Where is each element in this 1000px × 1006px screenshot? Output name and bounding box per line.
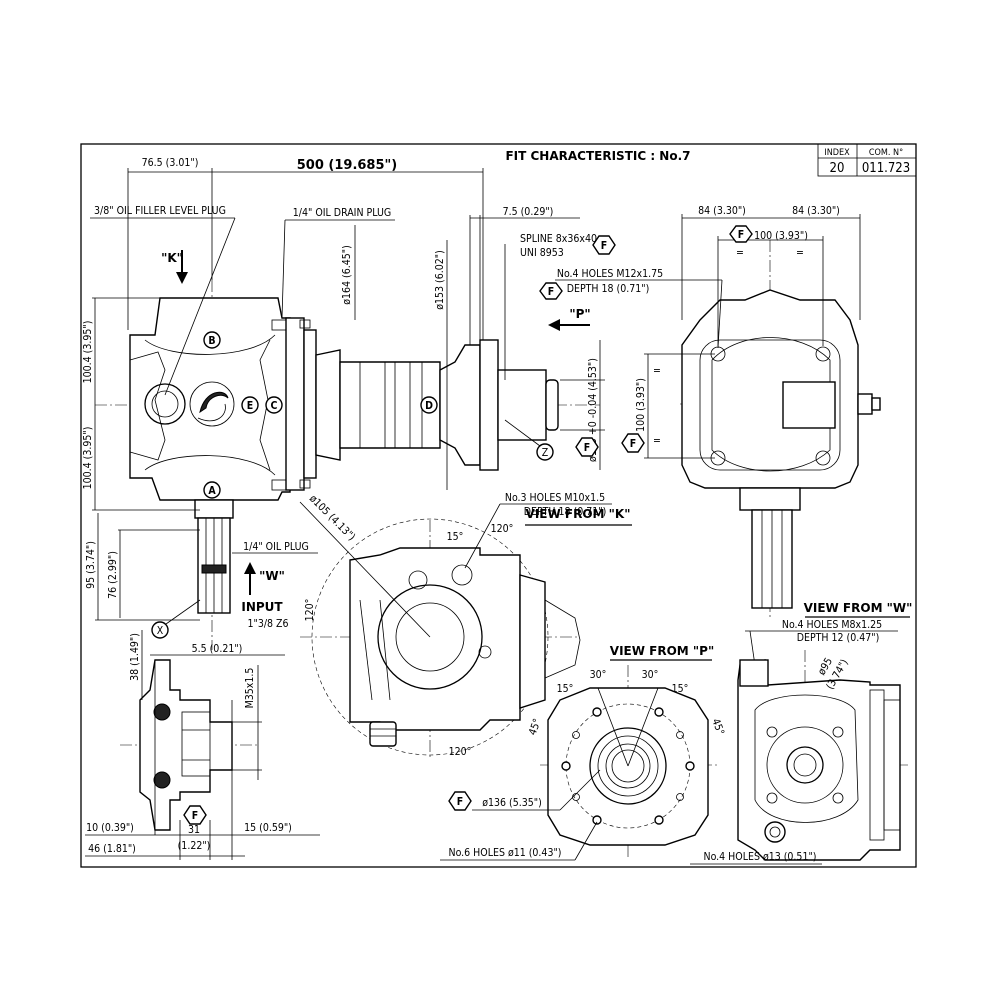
view-from-p: VIEW FROM "P" 30° 30° 15° 15° 45° 45° F … <box>440 644 726 861</box>
dim-76: 76 (2.99") <box>107 551 119 599</box>
input-shaft-spec: 1"3/8 Z6 <box>247 618 288 630</box>
angle-120-left: 120° <box>304 599 316 622</box>
dim-31-inch: (1.22") <box>178 840 211 852</box>
note-spline-2: UNI 8953 <box>520 247 564 259</box>
marker-d: D <box>425 400 433 412</box>
angle-30-left: 30° <box>590 669 607 681</box>
arrow-p-label: "P" <box>569 307 590 321</box>
detail-x-view: 38 (1.49") 5.5 (0.21") M35x1.5 F 10 (0.3… <box>85 630 320 860</box>
marker-x: X <box>157 625 164 637</box>
arrow-k-label: "K" <box>161 251 183 265</box>
dim-10: 10 (0.39") <box>86 822 134 834</box>
f-symbol-115: F <box>584 442 590 454</box>
view-from-k: VIEW FROM "K" No.3 HOLES M10x1.5 DEPTH 1… <box>299 492 632 760</box>
dim-84-right: 84 (3.30") <box>792 205 840 217</box>
angle-30-right: 30° <box>642 669 659 681</box>
dim-38: 38 (1.49") <box>129 633 141 681</box>
eq-side-top: = <box>653 365 661 377</box>
marker-c: C <box>271 400 278 412</box>
angle-120-top: 120° <box>491 523 514 535</box>
note-oil-plug: 1/4" OIL PLUG <box>243 541 309 553</box>
angle-45-right: 45° <box>709 717 726 737</box>
com-label: COM. N° <box>869 148 903 158</box>
eq-top-right: = <box>796 247 804 259</box>
com-value: 011.723 <box>862 161 910 176</box>
note-spline-1: SPLINE 8x36x40 <box>520 233 597 245</box>
note-depth-18a: DEPTH 18 (0.71") <box>567 283 650 295</box>
f-symbol-m12: F <box>548 286 554 298</box>
note-depth-12: DEPTH 12 (0.47") <box>797 632 880 644</box>
marker-b: B <box>208 335 215 347</box>
dim-100-top: 100 (3.93") <box>754 230 808 242</box>
main-side-view: B A E C D Z X "K" "P" "W" INPUT 1"3/8 Z6 <box>82 157 616 650</box>
angle-15: 15° <box>447 531 464 543</box>
note-depth-18b: DEPTH 18 (0.71") <box>524 506 607 518</box>
dim-95: 95 (3.74") <box>85 541 97 589</box>
dim-31: 31 <box>188 824 200 836</box>
angle-45-left: 45° <box>527 717 544 737</box>
dim-84-left: 84 (3.30") <box>698 205 746 217</box>
note-holes-m10: No.3 HOLES M10x1.5 <box>505 492 605 504</box>
index-label: INDEX <box>824 148 850 158</box>
fit-characteristic-title: FIT CHARACTERISTIC : No.7 <box>505 149 690 163</box>
dim-dia-136: ø136 (5.35") <box>482 797 542 809</box>
dim-76-5: 76.5 (3.01") <box>142 157 199 169</box>
right-side-view: 84 (3.30") 84 (3.30") F 100 (3.93") = = … <box>539 205 881 620</box>
note-holes-13: No.4 HOLES ø13 (0.51") <box>704 851 817 863</box>
eq-top-left: = <box>736 247 744 259</box>
dim-46: 46 (1.81") <box>88 843 136 855</box>
input-label: INPUT <box>241 600 283 614</box>
dim-7-5: 7.5 (0.29") <box>503 206 554 218</box>
eq-side-bottom: = <box>653 435 661 447</box>
index-value: 20 <box>830 161 845 176</box>
note-holes-m12: No.4 HOLES M12x1.75 <box>557 268 663 280</box>
view-w-title: VIEW FROM "W" <box>804 601 913 615</box>
note-oil-drain: 1/4" OIL DRAIN PLUG <box>293 207 391 219</box>
angle-15-left: 15° <box>557 683 574 695</box>
f-symbol-detail: F <box>192 810 198 822</box>
dim-5-5: 5.5 (0.21") <box>192 643 243 655</box>
angle-15-right: 15° <box>672 683 689 695</box>
marker-a: A <box>208 485 216 497</box>
dim-m35: M35x1.5 <box>244 668 256 709</box>
f-symbol-100-side: F <box>630 438 636 450</box>
note-holes-11: No.6 HOLES ø11 (0.43") <box>449 847 562 859</box>
drawing-border <box>80 143 917 868</box>
f-symbol-136: F <box>457 796 463 808</box>
dim-dia-164: ø164 (6.45") <box>341 245 353 305</box>
dim-dia-115: ø115 +0 -0.04 (4.53") <box>587 358 599 462</box>
marker-e: E <box>247 400 253 412</box>
dim-dia-153: ø153 (6.02") <box>434 250 446 310</box>
marker-z: Z <box>542 447 549 459</box>
f-symbol-spline: F <box>601 240 607 252</box>
dim-500: 500 (19.685") <box>297 158 397 173</box>
arrow-w-label: "W" <box>259 569 285 583</box>
f-symbol-100-top: F <box>738 229 744 241</box>
dim-100-4-upper: 100.4 (3.95") <box>82 321 94 384</box>
note-oil-filler: 3/8" OIL FILLER LEVEL PLUG <box>94 205 226 217</box>
title-block: INDEX COM. N° 20 011.723 <box>817 143 917 177</box>
view-from-w: VIEW FROM "W" No.4 HOLES M8x1.25 DEPTH 1… <box>690 601 913 865</box>
dim-100-4-lower: 100.4 (3.95") <box>82 427 94 490</box>
angle-120-bottom: 120° <box>449 746 472 758</box>
dim-15: 15 (0.59") <box>244 822 292 834</box>
view-k-title: VIEW FROM "K" <box>526 507 631 521</box>
dim-100-side: 100 (3.93") <box>635 378 647 432</box>
view-p-title: VIEW FROM "P" <box>610 644 714 658</box>
note-holes-m8: No.4 HOLES M8x1.25 <box>782 619 882 631</box>
